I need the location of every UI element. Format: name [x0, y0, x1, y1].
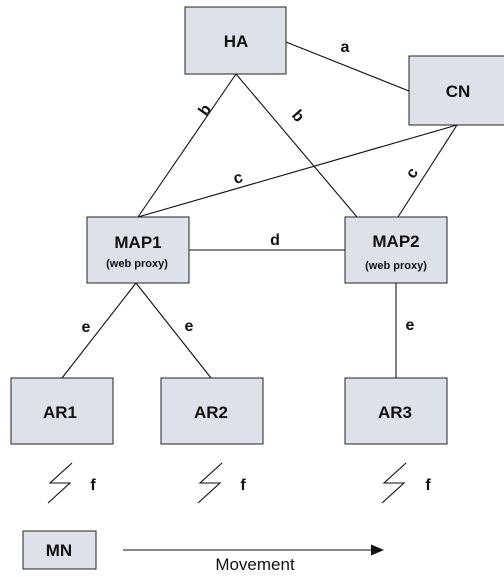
node-ar3: AR3 [344, 377, 448, 445]
wireless-link-ar2: f [197, 462, 246, 504]
node-map2: MAP2 (web proxy) [344, 216, 448, 284]
node-ha: HA [184, 6, 287, 75]
node-ha-label: HA [224, 32, 249, 51]
node-map1: MAP1 (web proxy) [86, 216, 190, 284]
wireless-label-ar3: f [425, 477, 431, 494]
node-ar1-label: AR1 [43, 403, 77, 422]
edge-map1-ar1 [61, 282, 137, 379]
edge-label-d: d [270, 232, 280, 249]
wireless-label-ar1: f [90, 477, 96, 494]
node-mn-label: MN [46, 541, 72, 560]
edge-cn-map2 [397, 124, 458, 218]
edge-map1-ar2 [135, 282, 212, 379]
node-cn: CN [408, 55, 504, 126]
node-ar2: AR2 [160, 377, 264, 445]
node-ar1: AR1 [10, 377, 114, 445]
lightning-bolt-icon [47, 462, 73, 504]
edge-ha-map2 [235, 73, 358, 218]
lightning-bolt-icon [197, 462, 223, 504]
wireless-label-ar2: f [240, 477, 246, 494]
movement-label: Movement [215, 555, 295, 574]
edge-label-c-right: c [403, 165, 422, 182]
node-ar2-label: AR2 [194, 403, 228, 422]
wireless-link-ar1: f [47, 462, 96, 504]
node-map1-sublabel: (web proxy) [106, 258, 168, 270]
edge-ha-cn [285, 41, 410, 92]
node-map1-label: MAP1 [114, 233, 161, 252]
edge-label-c-left: c [232, 169, 245, 188]
edge-cn-map1 [137, 124, 458, 218]
node-ar3-label: AR3 [378, 403, 412, 422]
edge-ha-map1 [137, 73, 237, 218]
edge-label-e-ar3: e [406, 317, 415, 334]
lightning-bolt-icon [381, 462, 407, 504]
edge-label-e-ar2: e [185, 318, 194, 335]
edge-label-b-left: b [196, 101, 216, 119]
node-map2-label: MAP2 [372, 232, 419, 251]
node-map2-sublabel: (web proxy) [365, 260, 427, 272]
node-mn: MN [22, 530, 97, 570]
edge-label-a: a [341, 39, 350, 56]
edge-label-b-right: b [288, 107, 307, 126]
wireless-link-ar3: f [381, 462, 431, 504]
edge-label-e-ar1: e [82, 319, 91, 336]
node-cn-label: CN [446, 82, 471, 101]
